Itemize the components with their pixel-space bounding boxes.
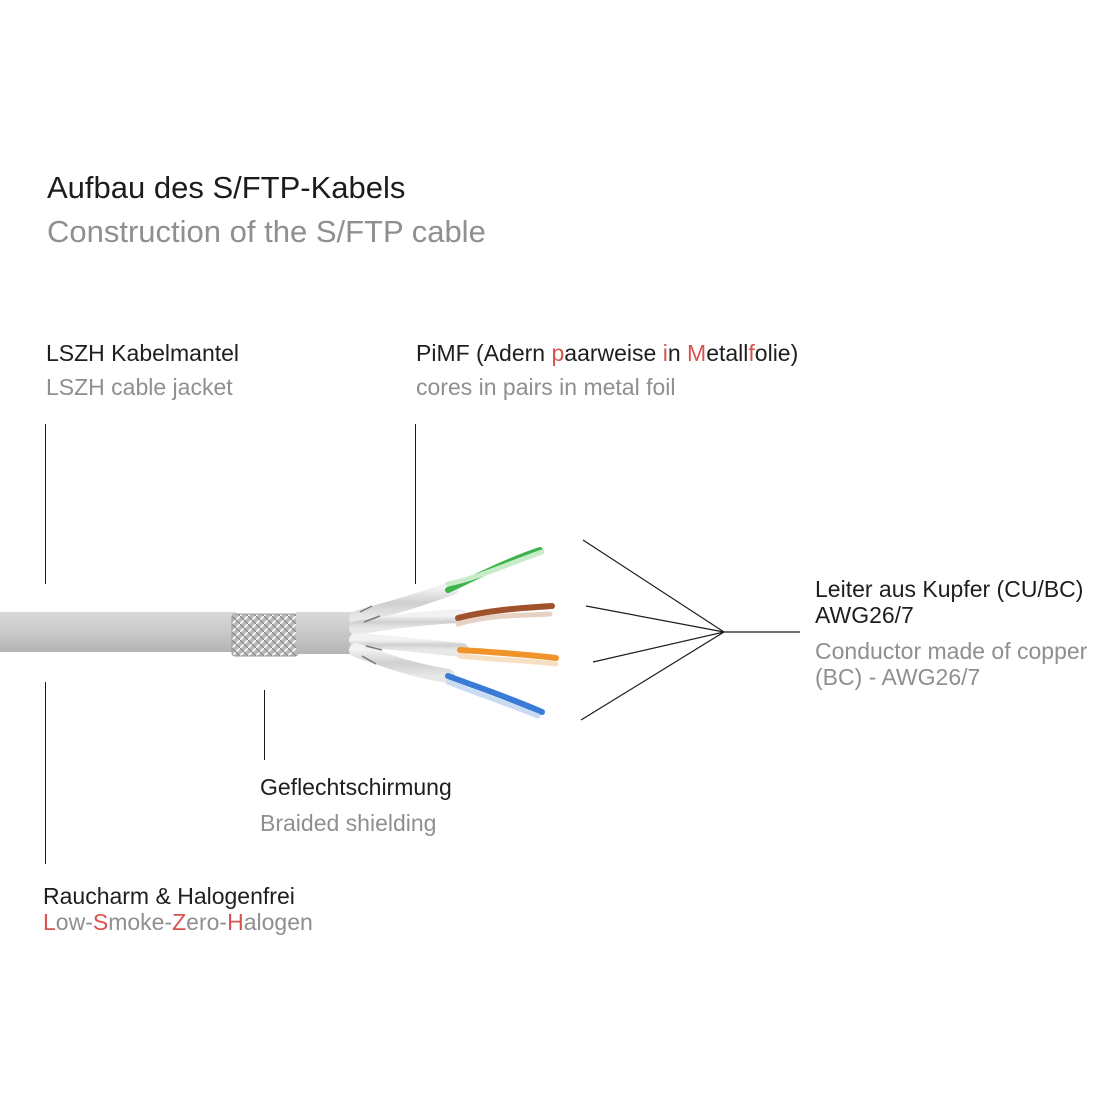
conductor-label-german-2: AWG26/7 — [815, 602, 914, 628]
pair-green — [445, 547, 545, 593]
pimf-highlight-f: f — [748, 340, 755, 366]
conductor-label-english-2: (BC) - AWG26/7 — [815, 664, 981, 690]
lszh-highlight-h: H — [227, 909, 244, 935]
lszh-highlight-l: L — [43, 909, 56, 935]
outer-jacket — [0, 612, 236, 652]
lszh-text-part: alogen — [243, 909, 313, 935]
jacket-label-german: LSZH Kabelmantel — [46, 340, 240, 366]
conductor-label-german-1: Leiter aus Kupfer (CU/BC) — [815, 576, 1084, 602]
pimf-text-part: aarweise — [564, 340, 663, 366]
pimf-text-part: PiMF (Adern — [416, 340, 552, 366]
lszh-highlight-z: Z — [172, 909, 187, 935]
pimf-text-part: olie) — [754, 340, 799, 366]
lszh-text-part: ow- — [55, 909, 93, 935]
pimf-text-part: n — [667, 340, 688, 366]
pimf-highlight-p: p — [551, 340, 565, 366]
pimf-label-english: cores in pairs in metal foil — [416, 374, 676, 400]
pimf-leader-line — [415, 424, 416, 584]
lszh-leader-line — [45, 682, 46, 864]
jacket-leader-line — [45, 424, 46, 584]
lszh-label-english: Low-Smoke-Zero-Halogen — [43, 909, 313, 936]
pair-orange — [457, 647, 559, 667]
lszh-text-part: ero- — [186, 909, 228, 935]
pair-blue — [445, 673, 545, 719]
lszh-text-part: moke- — [108, 909, 173, 935]
lszh-highlight-s: S — [92, 909, 109, 935]
braid-label-english: Braided shielding — [260, 810, 437, 836]
conductor-leader-lines — [580, 539, 800, 721]
jacket-stub — [296, 612, 358, 654]
braid-leader-line — [264, 690, 265, 760]
pimf-highlight-m: M — [687, 340, 707, 366]
braid-label-german: Geflechtschirmung — [260, 774, 452, 800]
foil-pairs — [349, 581, 469, 683]
lszh-label-german: Raucharm & Halogenfrei — [43, 883, 295, 909]
pimf-label-german: PiMF (Adern paarweise in Metallfolie) — [416, 340, 798, 367]
jacket-label-english: LSZH cable jacket — [46, 374, 233, 400]
braided-shield — [231, 613, 299, 657]
pimf-text-part: etall — [706, 340, 749, 366]
title-german: Aufbau des S/FTP-Kabels — [47, 170, 406, 205]
pair-brown — [455, 603, 555, 627]
conductor-label-english-1: Conductor made of copper — [815, 638, 1088, 664]
title-english: Construction of the S/FTP cable — [47, 214, 486, 249]
pimf-highlight-i: i — [662, 340, 668, 366]
